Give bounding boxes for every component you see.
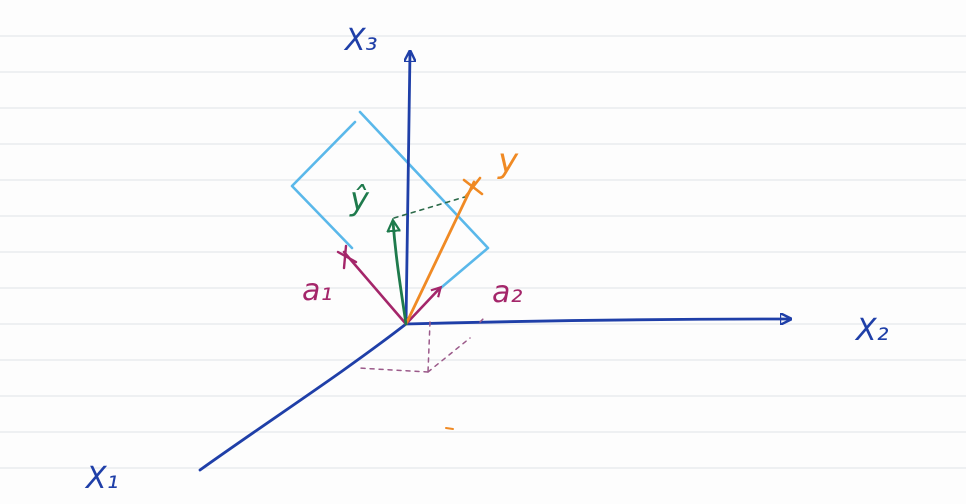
stray-mark [445,427,454,430]
axis-x2 [404,319,790,326]
y-tip-mark [462,176,484,198]
column-space-plane [290,110,490,294]
dashed-helper-lines [357,315,487,373]
axes [198,52,790,472]
label-x2: X₂ [854,313,889,348]
vector-a2 [404,288,440,326]
axis-x3 [406,52,410,326]
label-y-hat: ŷ [349,180,370,218]
label-a2: a₂ [492,275,522,310]
vector-y-hat [393,222,408,326]
label-a1: a₁ [302,273,332,308]
projection-dashed-line [393,195,469,219]
label-x1: X₁ [84,461,119,496]
a1-tip-mark [336,244,358,270]
vector-y [404,180,476,326]
ruled-lines [0,35,966,469]
vector-a1 [342,250,408,326]
label-y: y [497,141,519,181]
label-x3: X₃ [343,23,378,58]
axis-x1 [198,322,408,472]
